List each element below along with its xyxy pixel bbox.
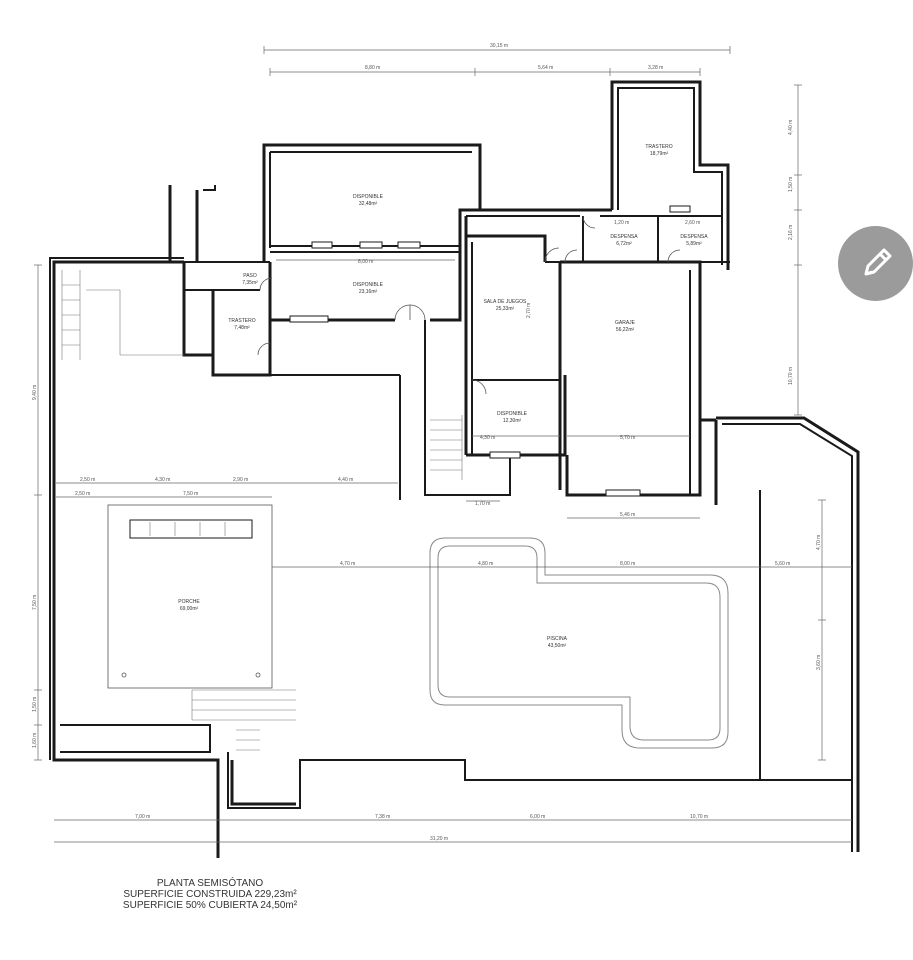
- walls: [49, 80, 860, 858]
- room-garaje-area: 56,22m²: [616, 327, 635, 333]
- dim-right-a: 4,40 m: [788, 120, 794, 135]
- caption-built-area: SUPERFICIE CONSTRUIDA 229,23m²: [123, 889, 297, 900]
- room-disponible-2-area: 23,16m²: [359, 289, 378, 295]
- left-dimensions: 9,40 m 7,50 m 1,50 m 1,60 m: [32, 264, 42, 761]
- dim-mid-f: 5,70 m: [620, 435, 635, 441]
- room-sala-juegos-area: 25,33m²: [496, 306, 515, 312]
- edit-button[interactable]: [838, 226, 913, 301]
- doors: [257, 215, 681, 395]
- dim-right-c: 2,16 m: [788, 225, 794, 240]
- dim-left-a: 9,40 m: [32, 385, 38, 400]
- dim-bot-a: 7,00 m: [135, 814, 150, 820]
- room-disponible-3-name: DISPONIBLE: [497, 411, 528, 417]
- room-disponible-2-name: DISPONIBLE: [353, 282, 384, 288]
- inner-dimensions: 2,50 m 4,30 m 2,90 m 4,40 m 2,50 m 7,50 …: [54, 220, 852, 843]
- dim-top-b: 5,64 m: [538, 65, 553, 71]
- room-sala-juegos-name: SALA DE JUEGOS: [484, 299, 527, 305]
- room-disponible-1-name: DISPONIBLE: [353, 194, 384, 200]
- room-despensa-1-area: 6,72m²: [616, 241, 632, 247]
- dim-right-d: 10,70 m: [788, 367, 794, 385]
- dim-mid-b: 2,70 m: [526, 303, 532, 318]
- dim-left-d: 1,60 m: [32, 733, 38, 748]
- dim-bot-total: 31,20 m: [430, 836, 448, 842]
- pencil-icon: [864, 248, 892, 276]
- room-despensa-2-area: 5,89m²: [686, 241, 702, 247]
- stairs: [61, 270, 463, 751]
- dim-pool-a: 4,70 m: [340, 561, 355, 567]
- dim-pool-c: 8,00 m: [620, 561, 635, 567]
- room-porche-area: 69,00m²: [180, 606, 199, 612]
- room-piscina-name: PISCINA: [547, 636, 568, 642]
- dim-porch-b: 7,50 m: [183, 491, 198, 497]
- dim-row1-c: 2,90 m: [233, 477, 248, 483]
- dim-mid-c: 1,20 m: [614, 220, 629, 226]
- room-porche-name: PORCHE: [178, 599, 200, 605]
- dim-mid-d: 2,60 m: [685, 220, 700, 226]
- dim-mid-e: 4,30 m: [480, 435, 495, 441]
- caption-title: PLANTA SEMISÓTANO: [156, 878, 264, 889]
- dim-top-total: 30,15 m: [490, 43, 508, 49]
- room-despensa-1-name: DESPENSA: [610, 234, 638, 240]
- room-trastero-1-name: TRASTERO: [645, 144, 672, 150]
- room-disponible-3-area: 12,30m²: [503, 418, 522, 424]
- dim-top-a: 8,80 m: [365, 65, 380, 71]
- dim-row1-d: 4,40 m: [338, 477, 353, 483]
- dim-top-c: 3,28 m: [648, 65, 663, 71]
- room-labels: TRASTERO 18,79m² DISPONIBLE 32,48m² PASO…: [178, 144, 708, 649]
- dim-right-b: 1,50 m: [788, 177, 794, 192]
- room-paso-name: PASO: [243, 273, 257, 279]
- dim-left-c: 1,50 m: [32, 697, 38, 712]
- room-paso-area: 7,35m²: [242, 280, 258, 286]
- dim-right-e: 4,70 m: [816, 535, 822, 550]
- room-trastero-1-area: 18,79m²: [650, 151, 669, 157]
- windows: [129, 205, 691, 539]
- dim-garage-bot: 5,46 m: [620, 512, 635, 518]
- top-dimensions: 30,15 m 8,80 m 5,64 m 3,28 m: [263, 43, 731, 76]
- room-trastero-2-name: TRASTERO: [228, 318, 255, 324]
- dim-left-b: 7,50 m: [32, 595, 38, 610]
- right-dimensions: 4,40 m 1,50 m 2,16 m 10,70 m 4,70 m 3,60…: [788, 84, 826, 761]
- dim-pool-d: 5,60 m: [775, 561, 790, 567]
- room-garaje-name: GARAJE: [615, 320, 636, 326]
- dim-bot-b: 7,38 m: [375, 814, 390, 820]
- dim-mid-a: 8,00 m: [358, 259, 373, 265]
- dim-row1-b: 4,30 m: [155, 477, 170, 483]
- caption-covered-area: SUPERFICIE 50% CUBIERTA 24,50m²: [122, 900, 298, 911]
- dim-porch-a: 2,50 m: [75, 491, 90, 497]
- plan-caption: PLANTA SEMISÓTANO SUPERFICIE CONSTRUIDA …: [100, 878, 320, 911]
- dim-mid-g: 1,70 m: [475, 501, 490, 507]
- room-disponible-1-area: 32,48m²: [359, 201, 378, 207]
- dim-bot-d: 10,70 m: [690, 814, 708, 820]
- dim-row1-a: 2,50 m: [80, 477, 95, 483]
- pool: [429, 537, 729, 749]
- dim-bot-c: 6,00 m: [530, 814, 545, 820]
- room-piscina-area: 43,50m²: [548, 643, 567, 649]
- dim-pool-b: 4,80 m: [478, 561, 493, 567]
- room-despensa-2-name: DESPENSA: [680, 234, 708, 240]
- porch: [107, 504, 273, 689]
- room-trastero-2-area: 7,48m²: [234, 325, 250, 331]
- dim-right-f: 3,60 m: [816, 655, 822, 670]
